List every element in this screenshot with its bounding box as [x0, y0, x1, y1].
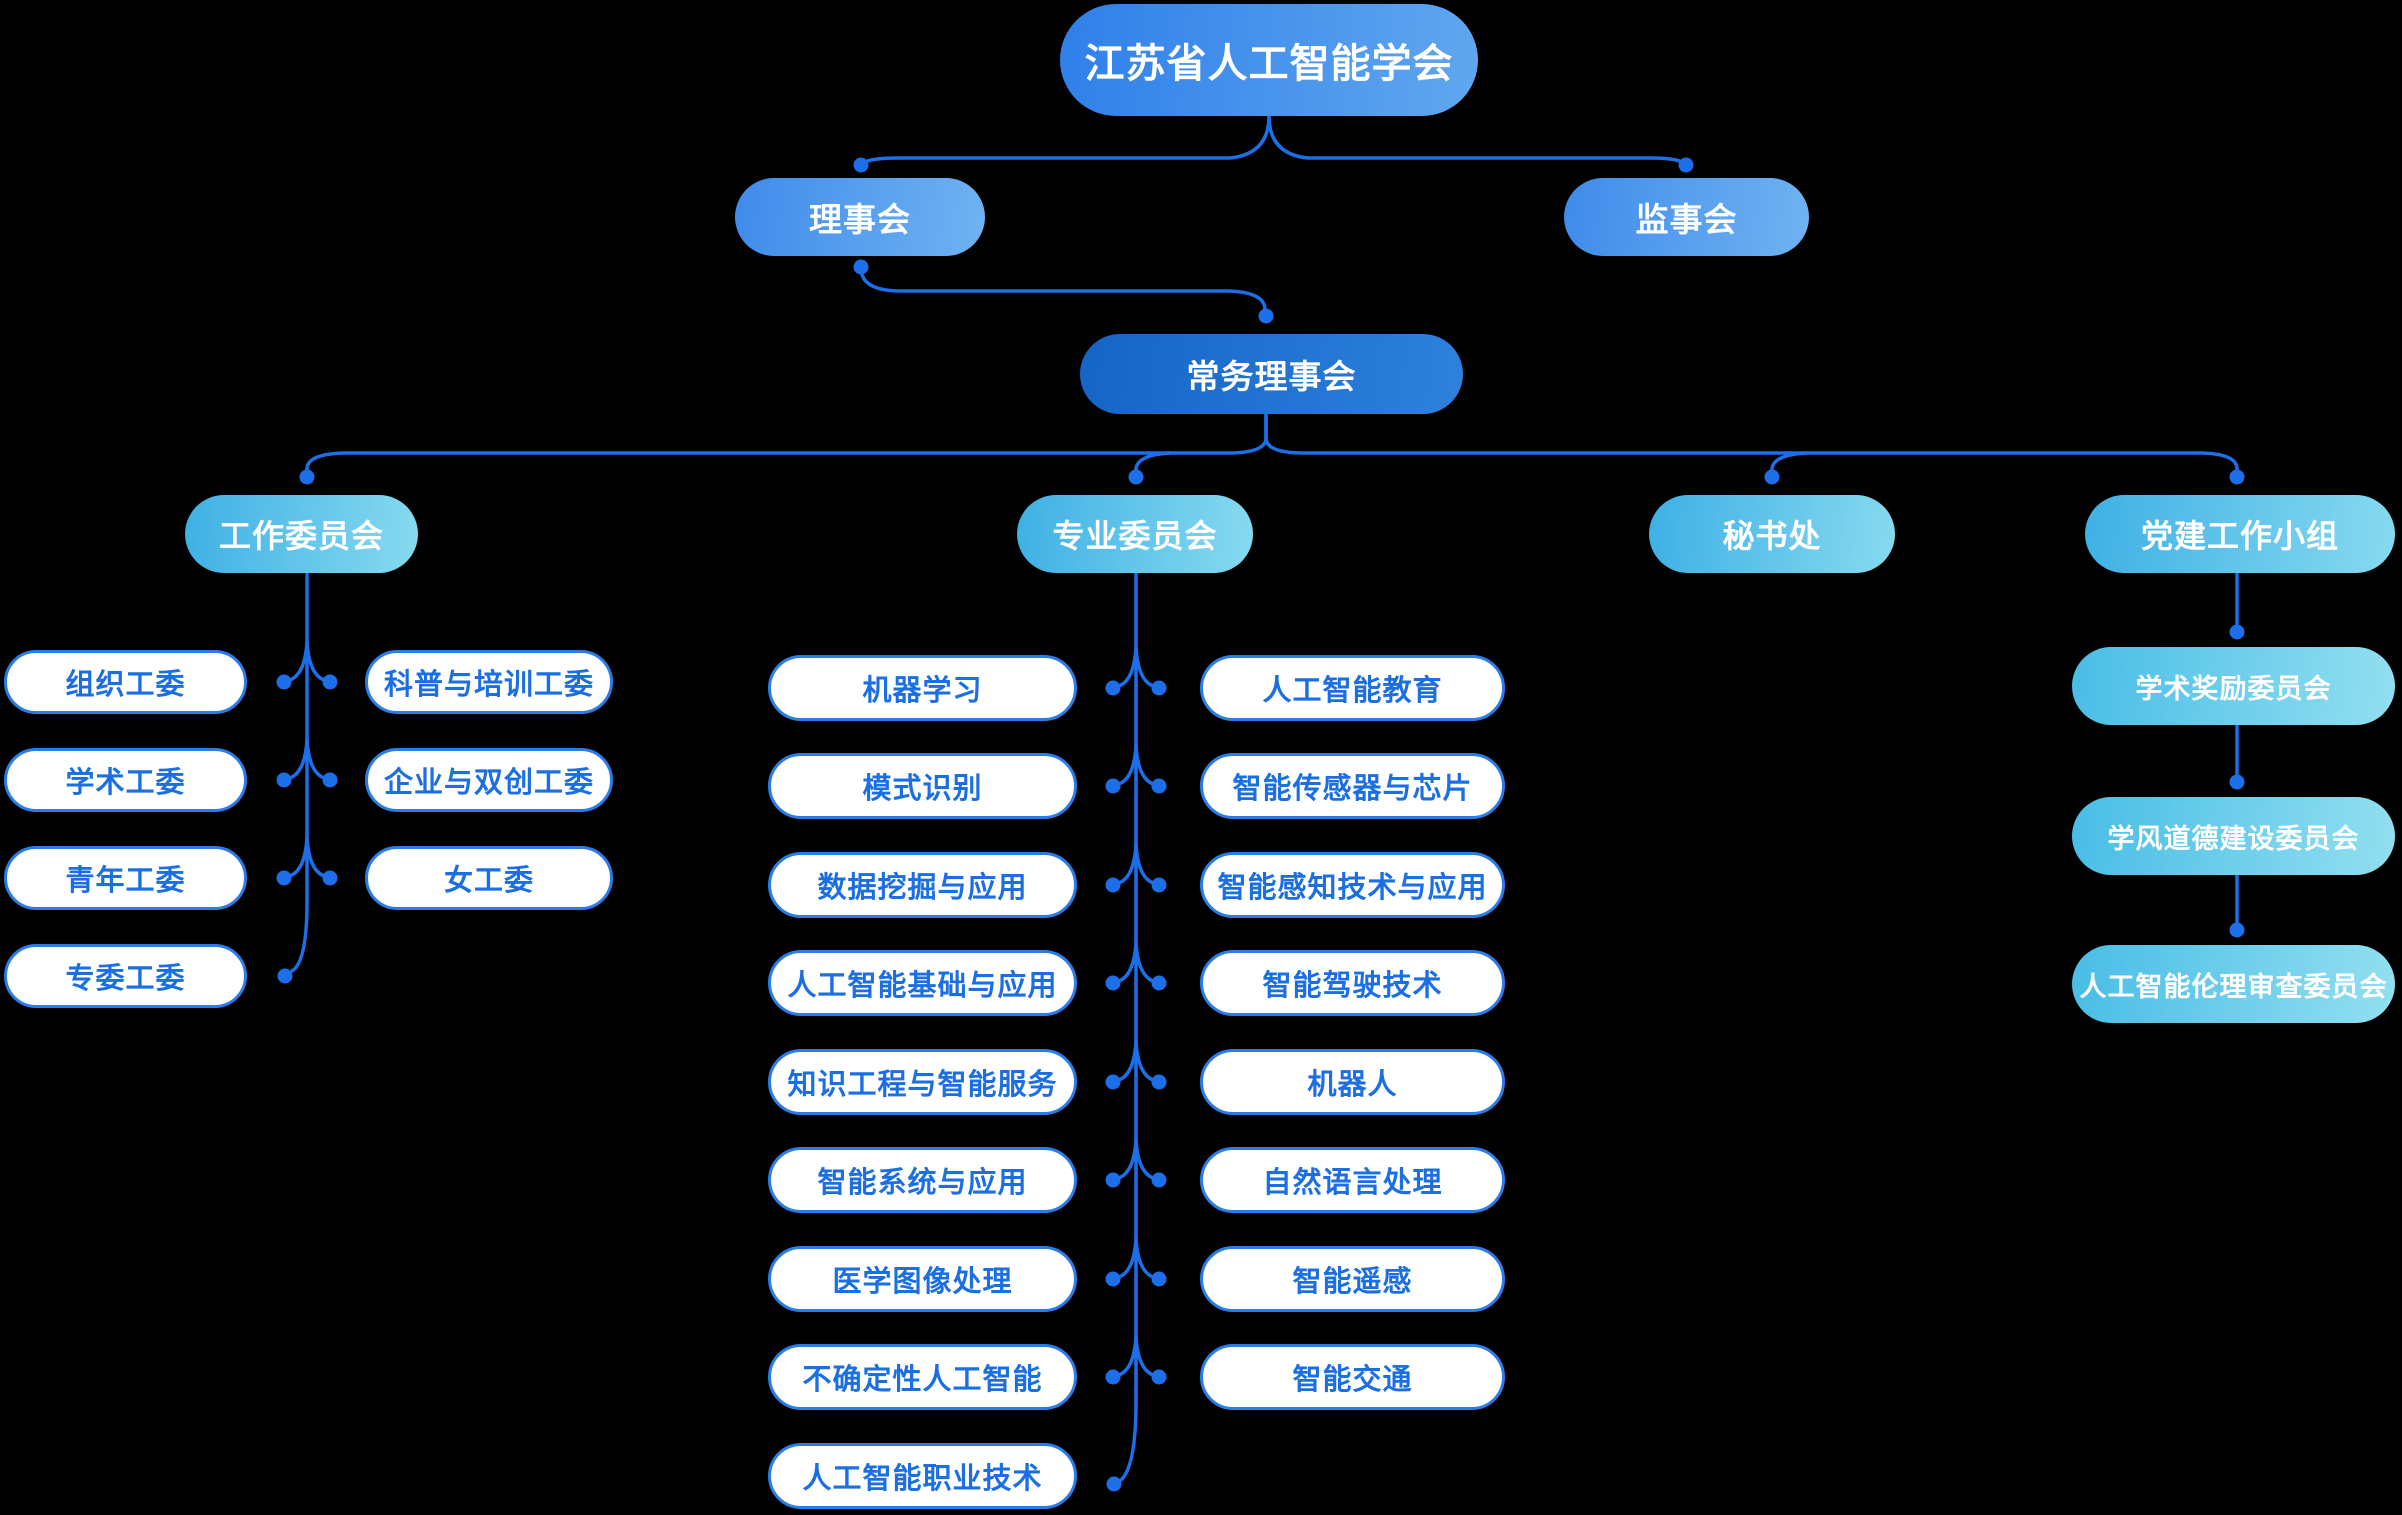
committee-pill: 机器学习	[768, 655, 1077, 721]
committee-pill: 青年工委	[4, 846, 247, 910]
committee-pill: 企业与双创工委	[365, 748, 613, 812]
committee-pill: 数据挖掘与应用	[768, 852, 1077, 918]
committee-pill: 智能驾驶技术	[1200, 950, 1505, 1016]
committee-pill: 智能感知技术与应用	[1200, 852, 1505, 918]
node-working-committees: 工作委员会	[185, 495, 418, 573]
committee-pill: 女工委	[365, 846, 613, 910]
node-council: 理事会	[735, 178, 985, 256]
node-supervisory-board: 监事会	[1564, 178, 1809, 256]
node-academic-award-committee: 学术奖励委员会	[2072, 647, 2395, 725]
committee-pill: 组织工委	[4, 650, 247, 714]
node-standing-council: 常务理事会	[1080, 334, 1463, 414]
committee-pill: 自然语言处理	[1200, 1147, 1505, 1213]
committee-pill: 科普与培训工委	[365, 650, 613, 714]
committee-pill: 人工智能职业技术	[768, 1443, 1077, 1509]
node-professional-committees: 专业委员会	[1017, 495, 1253, 573]
node-party-group: 党建工作小组	[2085, 495, 2395, 573]
node-ai-ethics-review-committee: 人工智能伦理审查委员会	[2072, 945, 2395, 1023]
node-secretariat: 秘书处	[1649, 495, 1895, 573]
committee-pill: 人工智能教育	[1200, 655, 1505, 721]
committee-pill: 智能遥感	[1200, 1246, 1505, 1312]
committee-pill: 智能交通	[1200, 1344, 1505, 1410]
committee-pill: 模式识别	[768, 753, 1077, 819]
committee-pill: 专委工委	[4, 944, 247, 1008]
committee-pill: 不确定性人工智能	[768, 1344, 1077, 1410]
committee-pill: 智能传感器与芯片	[1200, 753, 1505, 819]
committee-pill: 智能系统与应用	[768, 1147, 1077, 1213]
node-academic-ethics-committee: 学风道德建设委员会	[2072, 797, 2395, 875]
committee-pill: 机器人	[1200, 1049, 1505, 1115]
committee-pill: 知识工程与智能服务	[768, 1049, 1077, 1115]
committee-pill: 医学图像处理	[768, 1246, 1077, 1312]
node-root: 江苏省人工智能学会	[1060, 4, 1478, 116]
committee-pill: 学术工委	[4, 748, 247, 812]
committee-pill: 人工智能基础与应用	[768, 950, 1077, 1016]
